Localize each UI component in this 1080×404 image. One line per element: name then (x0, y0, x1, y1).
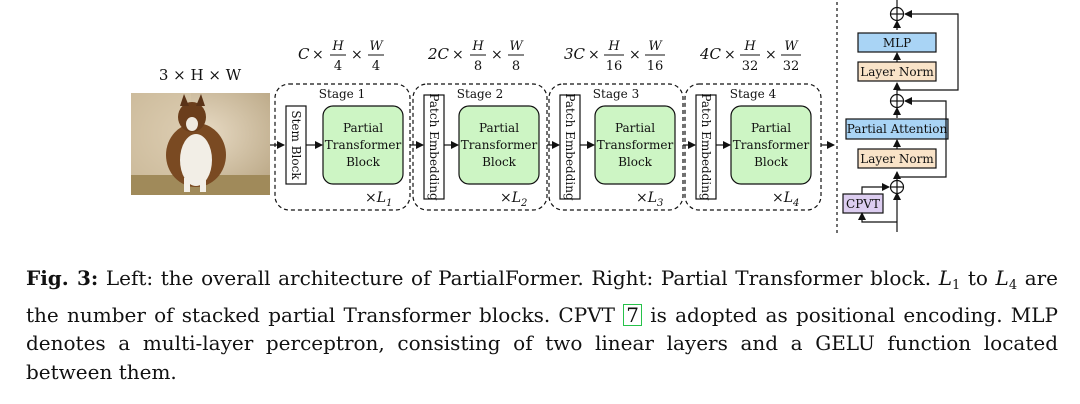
svg-text:H: H (471, 39, 484, 54)
repeat-label: ×L4 (772, 190, 799, 209)
mlp-label: MLP (883, 36, 911, 50)
input-shape-label: 3 × H × W (159, 66, 242, 84)
svg-text:C: C (298, 45, 310, 63)
patch-embedding-label: Patch Embedding (427, 93, 441, 201)
patch-embedding-label: Patch Embedding (563, 93, 577, 201)
svg-text:Transformer: Transformer (733, 138, 810, 152)
svg-text:Partial: Partial (615, 121, 655, 135)
svg-text:32: 32 (742, 59, 759, 74)
svg-text:4: 4 (372, 59, 380, 74)
stage-4: Stage 4 Patch Embedding Partial Transfor… (684, 39, 822, 211)
stage-dimension: 2C × H 8 × W 8 (427, 39, 524, 74)
layer-norm-bottom (857, 148, 937, 169)
patch-embedding (423, 94, 445, 200)
architecture-diagram: 3 × H × W Stage 1 Stem Block Partial Tra… (131, 0, 959, 234)
repeat-label: ×L2 (500, 190, 527, 209)
svg-text:Partial: Partial (751, 121, 791, 135)
stage-2: Stage 2 Patch Embedding Partial Transfor… (412, 39, 548, 211)
repeat-label: ×L3 (636, 190, 663, 209)
stage-3: Stage 3 Patch Embedding Partial Transfor… (548, 39, 684, 211)
svg-text:2C: 2C (427, 45, 450, 63)
add-node (889, 93, 905, 109)
svg-text:Transformer: Transformer (325, 138, 402, 152)
caption-label: Fig. 3: (26, 266, 99, 290)
svg-text:W: W (648, 39, 663, 54)
caption-text-1: Left: the overall architecture of Partia… (105, 266, 932, 290)
svg-text:32: 32 (783, 59, 800, 74)
mlp-box (857, 32, 937, 53)
layer-norm-bottom-label: Layer Norm (860, 152, 934, 166)
layer-norm-top-label: Layer Norm (860, 65, 934, 79)
stage-1: Stage 1 Stem Block Partial Transformer B… (274, 39, 411, 211)
svg-text:3C: 3C (564, 45, 586, 63)
partial-transformer-block (730, 105, 812, 185)
caption-text-2: are the number of stacked partial Transf… (26, 266, 1059, 327)
svg-text:8: 8 (474, 59, 482, 74)
svg-text:H: H (607, 39, 620, 54)
partial-attention-box (845, 118, 949, 140)
svg-text:Transformer: Transformer (461, 138, 538, 152)
caption-to: to (967, 266, 988, 290)
svg-text:×: × (351, 47, 363, 63)
svg-text:Block: Block (618, 155, 653, 169)
add-node (889, 179, 905, 195)
partial-transformer-detail: MLP Layer Norm Partial Attention Layer N… (842, 0, 959, 232)
stage-title: Stage 3 (593, 87, 639, 101)
figure-caption: Fig. 3: Left: the overall architecture o… (26, 264, 1058, 386)
layer-norm-top (857, 61, 937, 82)
cpvt-label: CPVT (846, 197, 880, 211)
svg-text:×: × (491, 47, 503, 63)
svg-text:8: 8 (512, 59, 520, 74)
add-node (889, 6, 905, 22)
svg-text:×: × (629, 47, 641, 63)
svg-text:16: 16 (647, 59, 664, 74)
caption-l-last: L4 (995, 266, 1018, 293)
stage-dimension: 4C × H 32 × W 32 (699, 39, 801, 74)
svg-text:×: × (765, 47, 777, 63)
svg-text:Partial: Partial (343, 121, 383, 135)
caption-text-3: is adopted as positional encoding. MLP d… (26, 302, 1058, 384)
stage-title: Stage 1 (319, 87, 365, 101)
svg-text:Block: Block (346, 155, 381, 169)
patch-embedding (695, 94, 717, 200)
svg-text:×: × (724, 47, 736, 63)
svg-text:W: W (784, 39, 799, 54)
partial-transformer-block (458, 105, 540, 185)
svg-text:×: × (452, 47, 464, 63)
svg-text:4C: 4C (699, 45, 722, 63)
svg-text:×: × (312, 47, 324, 63)
caption-l-first: L1 (938, 266, 961, 293)
partial-transformer-block (322, 105, 404, 185)
svg-text:4: 4 (334, 59, 342, 74)
patch-embedding-label: Patch Embedding (699, 93, 713, 201)
svg-text:H: H (331, 39, 344, 54)
svg-text:W: W (509, 39, 524, 54)
stage-dimension: 3C × H 16 × W 16 (564, 39, 665, 74)
svg-text:H: H (743, 39, 756, 54)
svg-text:W: W (369, 39, 384, 54)
repeat-label: ×L1 (365, 190, 392, 209)
svg-text:×: × (588, 47, 600, 63)
citation-link[interactable]: 7 (623, 303, 642, 326)
svg-text:16: 16 (606, 59, 623, 74)
stage-title: Stage 4 (730, 87, 777, 101)
svg-text:Partial: Partial (479, 121, 519, 135)
patch-embedding (559, 94, 581, 200)
stem-block-label: Stem Block (289, 110, 303, 180)
svg-text:Block: Block (482, 155, 517, 169)
stage-title: Stage 2 (457, 87, 503, 101)
svg-text:Transformer: Transformer (597, 138, 674, 152)
partial-transformer-block (594, 105, 676, 185)
input-image (131, 93, 270, 195)
svg-text:Block: Block (754, 155, 789, 169)
partial-attention-label: Partial Attention (847, 122, 948, 136)
stage-dimension: C × H 4 × W 4 (298, 39, 384, 74)
